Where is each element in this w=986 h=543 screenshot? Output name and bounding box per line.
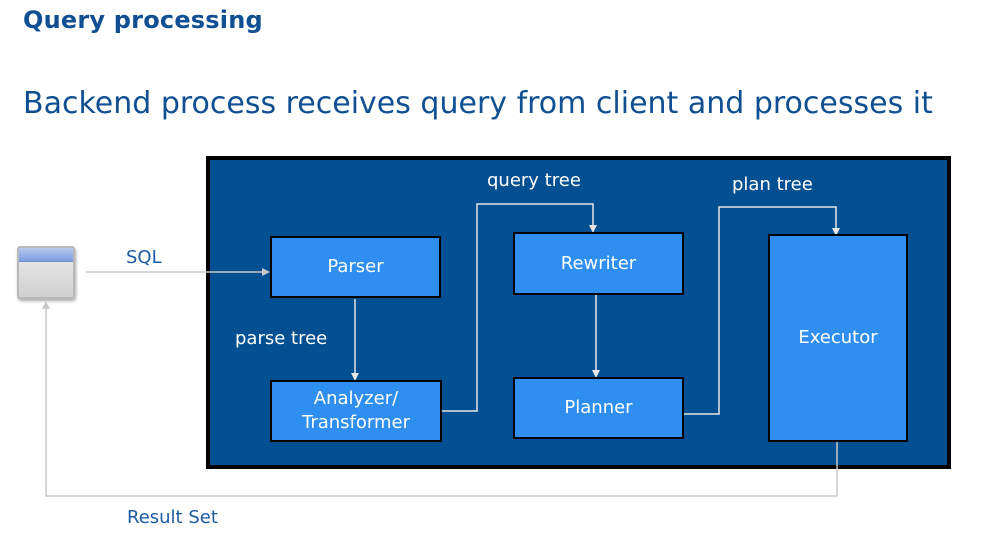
slide-title: Query processing	[23, 6, 263, 34]
slide-subtitle: Backend process receives query from clie…	[23, 86, 933, 121]
analyzer-transformer-node: Analyzer/ Transformer	[270, 380, 442, 442]
planner-node: Planner	[513, 377, 684, 439]
client-window-titlebar	[19, 248, 73, 262]
edge-query-tree	[442, 203, 597, 412]
parser-node: Parser	[270, 236, 441, 298]
rewriter-node: Rewriter	[513, 232, 684, 295]
edge-result-set	[42, 301, 838, 497]
parse-tree-label: parse tree	[235, 328, 328, 349]
result-set-label: Result Set	[127, 507, 218, 528]
executor-node: Executor	[768, 234, 908, 442]
plan-tree-label: plan tree	[732, 174, 813, 195]
edge-plan-tree	[683, 206, 840, 415]
client-window-icon	[17, 246, 75, 299]
sql-label: SQL	[126, 247, 162, 268]
query-tree-label: query tree	[487, 170, 581, 191]
